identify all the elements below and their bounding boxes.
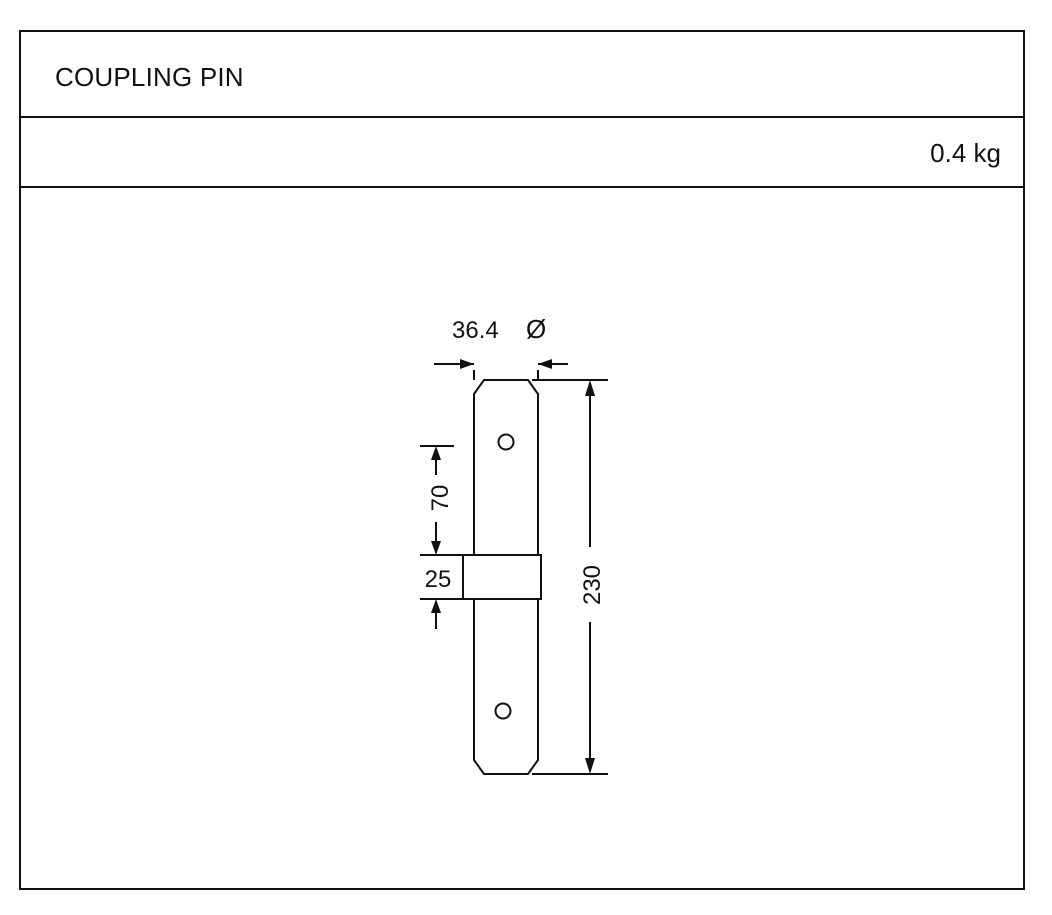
drawing-sheet: COUPLING PIN 0.4 kg 36.4 xyxy=(19,30,1025,890)
diameter-arrowhead-right xyxy=(538,359,552,369)
technical-drawing-area: 36.4 Ø 230 70 xyxy=(21,188,1023,888)
overall-length-label: 230 xyxy=(579,565,606,605)
hole-offset-arrowhead-bottom xyxy=(431,541,441,555)
coupling-pin-drawing: 36.4 Ø 230 70 xyxy=(420,314,608,775)
upper-pin-hole xyxy=(497,433,515,451)
pin-collar xyxy=(462,554,542,600)
pin-body-outline xyxy=(473,379,539,775)
diameter-arrowhead-left xyxy=(460,359,474,369)
weight-row: 0.4 kg xyxy=(21,118,1023,188)
hole-offset-arrowhead-top xyxy=(431,446,441,460)
collar-arrowhead-bottom xyxy=(431,599,441,613)
length-arrowhead-top xyxy=(585,380,595,396)
lower-pin-hole xyxy=(494,702,512,720)
part-weight: 0.4 kg xyxy=(930,138,1001,168)
diameter-symbol: Ø xyxy=(526,314,546,344)
diameter-dimension-label: 36.4 xyxy=(452,317,499,344)
length-arrowhead-bottom xyxy=(585,758,595,774)
part-title: COUPLING PIN xyxy=(55,62,244,92)
hole-offset-label: 70 xyxy=(427,485,454,512)
title-row: COUPLING PIN xyxy=(21,32,1023,118)
collar-width-label: 25 xyxy=(425,566,452,593)
